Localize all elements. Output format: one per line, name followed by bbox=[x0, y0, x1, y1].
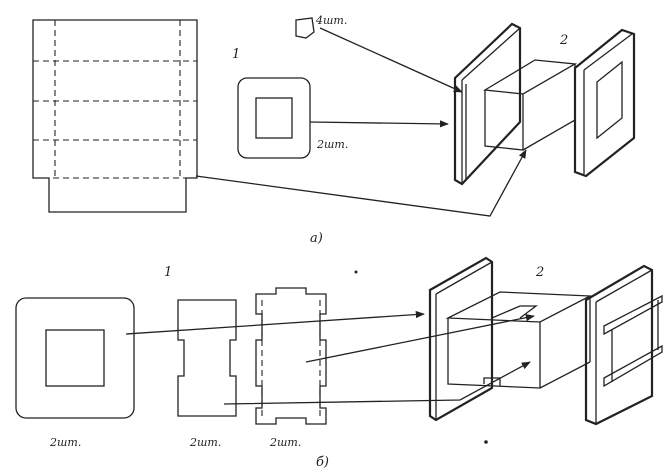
part-b-frame-qty-label: 2шт. bbox=[49, 436, 81, 449]
part-a-cheek-frame bbox=[237, 77, 311, 159]
part-b-caption: б) bbox=[316, 455, 329, 470]
part-b-cheek-frame bbox=[15, 297, 135, 419]
part-b-plate1-qty-label: 2шт. bbox=[189, 436, 221, 449]
part-b-plate-narrow bbox=[177, 299, 237, 417]
part-a-frame-qty-label: 2шт. bbox=[316, 138, 348, 151]
part-a-arrow-frame bbox=[309, 120, 449, 128]
part-b-plate-wide bbox=[255, 287, 327, 425]
part-b-arrow-plate2 bbox=[305, 314, 535, 363]
speck bbox=[484, 440, 488, 444]
part-a-assembled-bobbin bbox=[453, 22, 636, 186]
part-a-arrow-corner bbox=[319, 27, 463, 93]
part-b-arrow-frame bbox=[125, 310, 425, 335]
part-a-label-2: 2 bbox=[559, 33, 568, 48]
part-b-assembled-bobbin bbox=[428, 256, 663, 426]
part-a-corner-piece bbox=[295, 17, 315, 39]
part-b-label-2: 2 bbox=[535, 265, 544, 280]
part-a-unfolded-sheet bbox=[32, 19, 198, 213]
part-a-caption: а) bbox=[310, 231, 323, 246]
part-b-label-1: 1 bbox=[164, 265, 172, 280]
part-a-corner-qty-label: 4шт. bbox=[315, 14, 347, 27]
part-a: 4шт. 1 2шт. 2 bbox=[32, 14, 636, 246]
part-a-label-1: 1 bbox=[232, 47, 240, 62]
part-a-arrow-sheet bbox=[195, 149, 527, 217]
part-b-arrow-plate1 bbox=[223, 361, 531, 405]
part-b: 1 2шт. 2шт. 2шт. 2 bbox=[15, 256, 663, 470]
part-b-plate2-qty-label: 2шт. bbox=[269, 436, 301, 449]
speck bbox=[354, 270, 358, 274]
